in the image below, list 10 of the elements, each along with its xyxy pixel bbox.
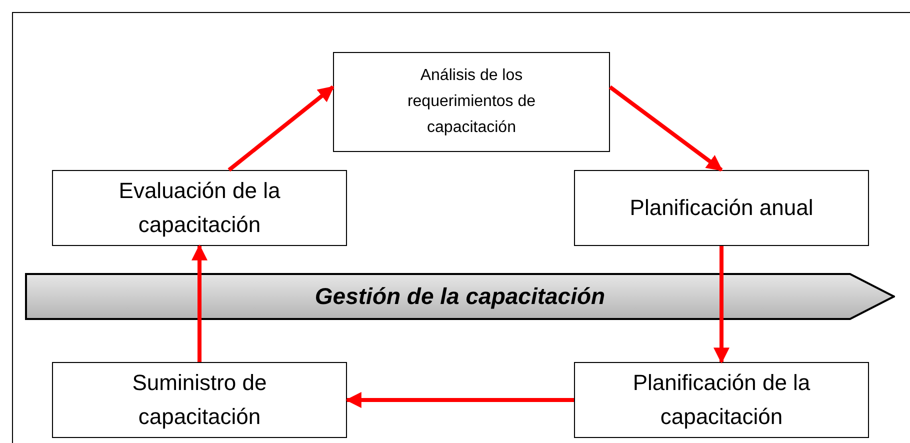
arrow xyxy=(345,392,574,408)
process-box: Análisis de los requerimientos de capacitación xyxy=(333,52,610,152)
arrow xyxy=(608,85,723,172)
process-box: Evaluación de la capacitación xyxy=(52,170,347,246)
process-box: Planificación de la capacitación xyxy=(574,362,869,438)
process-box: Planificación anual xyxy=(574,170,869,246)
process-box: Suministro de capacitación xyxy=(52,362,347,438)
arrow xyxy=(228,85,334,172)
arrow xyxy=(714,246,730,364)
arrow xyxy=(192,244,208,362)
